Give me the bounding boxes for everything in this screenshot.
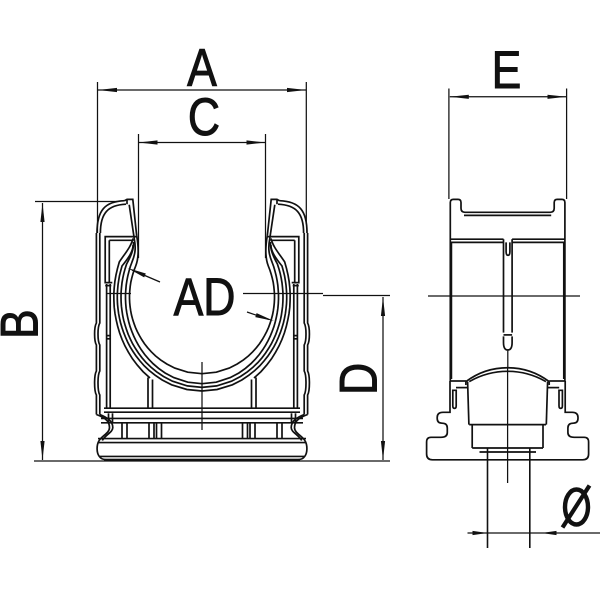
svg-text:B: B	[0, 309, 49, 339]
svg-text:A: A	[187, 39, 217, 97]
svg-text:D: D	[330, 363, 388, 395]
svg-text:C: C	[188, 88, 220, 146]
svg-text:AD: AD	[174, 268, 236, 326]
svg-text:E: E	[492, 41, 522, 99]
